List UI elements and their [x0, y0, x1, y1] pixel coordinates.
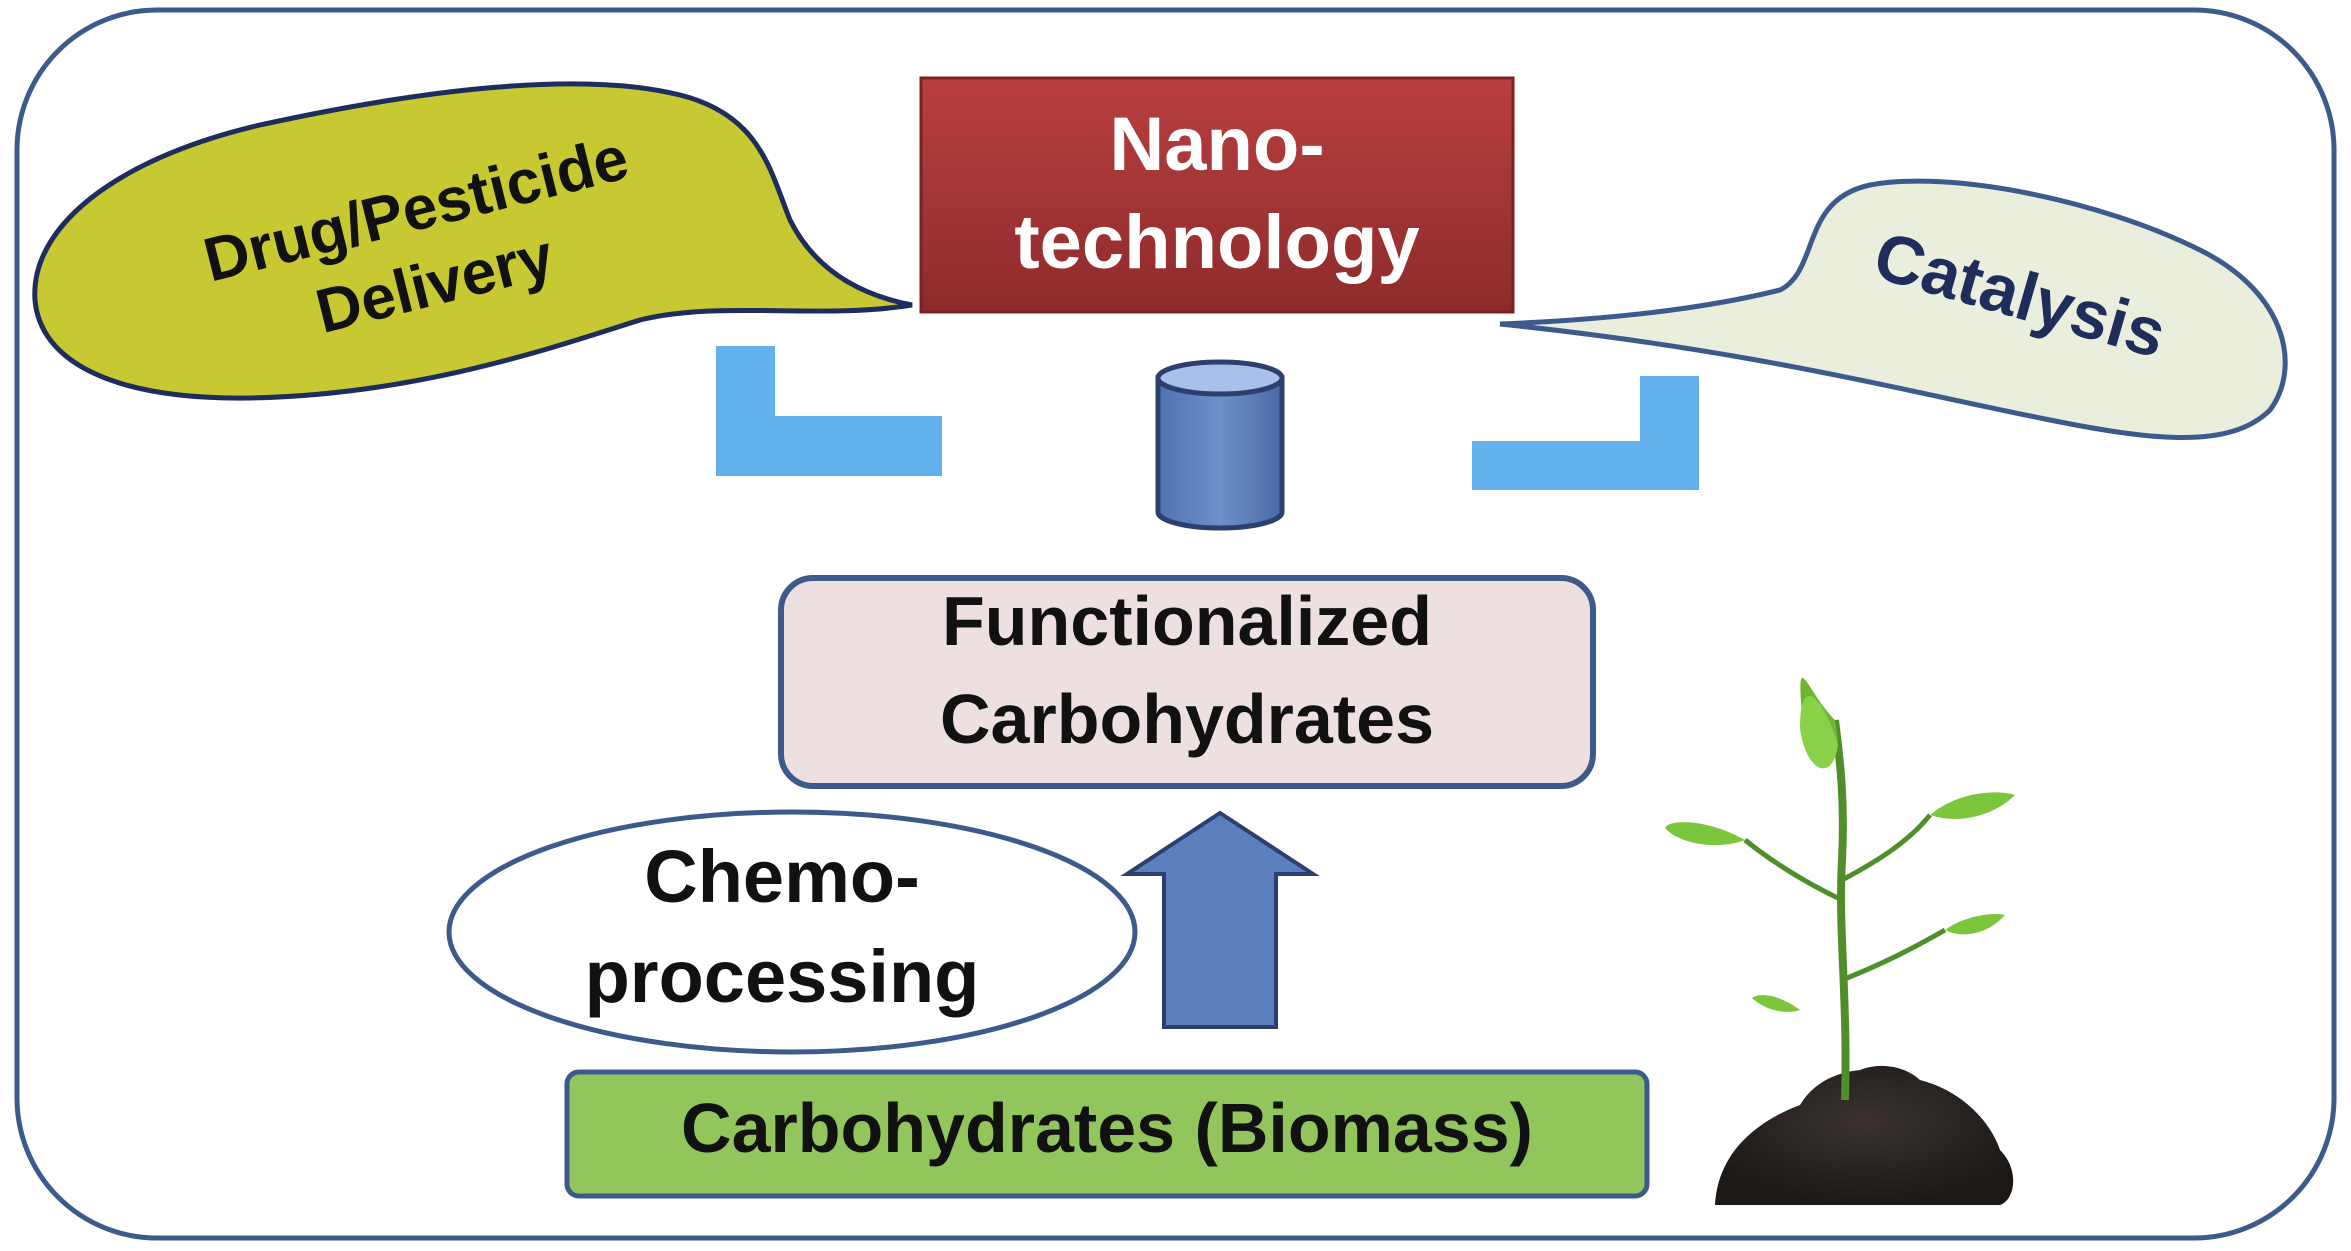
functionalized-carbohydrates-box — [778, 575, 1596, 789]
functionalized-line2: Carbohydrates — [940, 680, 1434, 758]
chemo-processing-line1: Chemo- — [644, 835, 919, 918]
biomass-box — [564, 1069, 1650, 1199]
nanotechnology-box — [919, 76, 1515, 314]
right-bracket-shape — [1464, 368, 1707, 498]
drug-delivery-bubble — [32, 81, 913, 401]
chemo-processing-line2: processing — [585, 935, 980, 1018]
catalysis-bubble — [1499, 178, 2288, 440]
cylinder-shape — [1155, 359, 1285, 531]
nanotechnology-line2: technology — [1014, 200, 1419, 285]
biomass-label: Carbohydrates (Biomass) — [681, 1089, 1533, 1167]
seedling-illustration — [1665, 677, 2015, 1205]
chemo-processing-ellipse — [446, 809, 1138, 1055]
left-bracket-shape — [708, 338, 950, 484]
nanotechnology-line1: Nano- — [1109, 102, 1324, 187]
up-arrow — [1120, 810, 1320, 1029]
functionalized-line1: Functionalized — [942, 582, 1432, 660]
